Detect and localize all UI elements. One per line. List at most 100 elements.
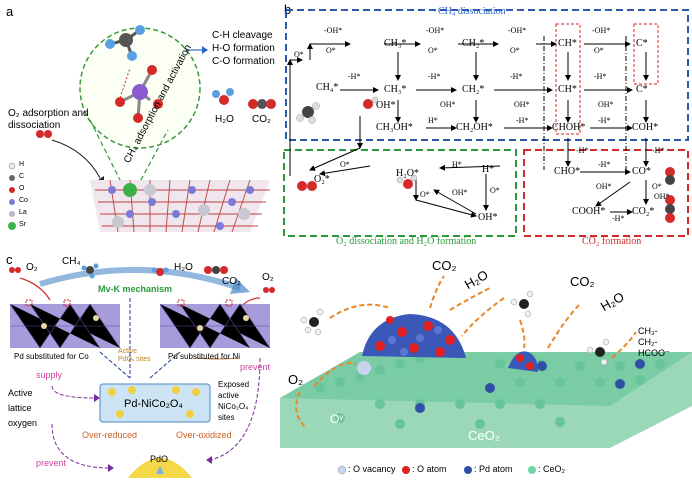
c-co2: CO₂ xyxy=(222,276,241,287)
active-lattice-1: Active xyxy=(8,388,33,398)
species-cha: CH* xyxy=(558,38,577,49)
edge-h-4: H* xyxy=(452,160,462,169)
prevent-top: prevent xyxy=(240,362,271,372)
step-ch-cleavage: C-H cleavage xyxy=(212,30,273,41)
pd-nico2o4: Pd-NiCo₂O₄ xyxy=(124,398,183,410)
species-choh: CHOH* xyxy=(552,122,586,133)
d-legend-o: : O atom xyxy=(412,464,447,474)
legend-h: H xyxy=(19,161,25,168)
edge-h-3: -H* xyxy=(598,116,611,125)
product-co2: CO₂ xyxy=(252,114,271,125)
species-ch2b: CH₂* xyxy=(462,84,485,95)
species-co2: CO₂* xyxy=(632,206,655,217)
species-ch3a: CH₃* xyxy=(384,38,407,49)
panel-b: b xyxy=(280,0,692,248)
product-h2o: H₂O xyxy=(215,114,234,125)
edge-o-2: O* xyxy=(326,46,336,55)
species-o2: O₂* xyxy=(314,174,330,185)
over-reduced: Over-reduced xyxy=(82,430,138,440)
species-ca: C* xyxy=(636,38,648,49)
edge-o-9: O* xyxy=(652,182,662,191)
edge-oh-2: OH* xyxy=(514,100,530,109)
c-o2-right: O₂ xyxy=(262,272,274,283)
edge-minus-h-1: -H* xyxy=(348,72,361,81)
edge-o-1: O* xyxy=(294,50,304,59)
legend-co: Co xyxy=(19,197,28,204)
edge-oh-4: OH* xyxy=(452,188,468,197)
exposed-2: active xyxy=(218,391,239,400)
species-chb: CH* xyxy=(558,84,577,95)
d-product-1: CH₃- xyxy=(638,326,658,336)
species-co: CO* xyxy=(632,166,651,177)
panel-a-illustration xyxy=(8,25,276,233)
d-legend-ceo2: : CeO₂ xyxy=(538,464,565,474)
edge-minus-h-2: -H* xyxy=(428,72,441,81)
species-ch3oh: CH₃OH* xyxy=(376,122,413,133)
edge-oh-5: OH* xyxy=(596,182,612,191)
pdo-label: PdO xyxy=(150,454,169,464)
panel-c-label: c xyxy=(6,252,13,267)
panel-c: c xyxy=(0,248,280,481)
supply-label: supply xyxy=(36,370,63,380)
edge-o-7: O* xyxy=(420,190,430,199)
d-product-2: CH₂- xyxy=(638,337,658,347)
edge-minus-h-4: -H* xyxy=(594,72,607,81)
active-lattice-3: oxygen xyxy=(8,418,38,428)
pd-sub-ni: Pd substituted for Ni xyxy=(168,352,241,361)
ch4-dissociation-title: CH₄ dissociation xyxy=(438,6,506,17)
d-ceo2: CeO₂ xyxy=(468,428,500,443)
species-oh1: OH* xyxy=(376,100,396,111)
o2-adsorption-text: O₂ adsorption and dissociation xyxy=(8,108,89,131)
d-o2: O₂ xyxy=(288,372,304,387)
o2-dissociation-title: O₂ dissociation and H₂O formation xyxy=(336,236,477,247)
edge-o-5: O* xyxy=(594,46,604,55)
d-ov: Oᵛ xyxy=(330,412,344,426)
species-cooh: COOH* xyxy=(572,206,606,217)
legend-c: C xyxy=(19,173,25,180)
species-coh: COH* xyxy=(632,122,659,133)
edge-plus-h-1: -H* xyxy=(576,146,589,155)
exposed-1: Exposed xyxy=(218,380,250,389)
edge-oh-3: OH* xyxy=(598,100,614,109)
co2-formation-title: CO₂ formation xyxy=(582,236,642,247)
exposed-3: NiCo₂O₄ xyxy=(218,402,249,411)
edge-minus-oh-3: -OH* xyxy=(508,26,527,35)
edge-minus-h-6: -H* xyxy=(612,214,625,223)
panel-a: a xyxy=(0,0,280,240)
c-h2o: H₂O xyxy=(174,262,193,273)
active-pdo-sites: Active PdOₓ sites xyxy=(118,348,151,363)
edge-o-4: O* xyxy=(510,46,520,55)
species-oh2: OH* xyxy=(478,212,498,223)
edge-h-1: H* xyxy=(428,116,438,125)
prevent-bottom: prevent xyxy=(36,458,67,468)
edge-minus-h-3: -H* xyxy=(510,72,523,81)
edge-h-2: -H* xyxy=(516,116,529,125)
mvk-mechanism: Mv-K mechanism xyxy=(98,284,173,294)
edge-minus-oh-4: -OH* xyxy=(592,26,611,35)
species-ch2a: CH₂* xyxy=(462,38,485,49)
d-co2-1: CO₂ xyxy=(432,258,457,273)
edge-minus-h-5: -H* xyxy=(598,160,611,169)
species-cb: C* xyxy=(636,84,648,95)
edge-o-6: O* xyxy=(340,160,350,169)
d-product-3: HCOO⁻ xyxy=(638,348,670,358)
legend-la: La xyxy=(19,209,27,216)
panel-a-label: a xyxy=(6,4,14,19)
species-ch4: CH₄* xyxy=(316,82,339,93)
exposed-4: sites xyxy=(218,413,235,422)
d-legend-ov: : O vacancy xyxy=(348,464,396,474)
active-lattice-2: lattice xyxy=(8,403,32,413)
c-o2-left: O₂ xyxy=(26,262,38,273)
edge-oh-6: OH* xyxy=(654,192,670,201)
panel-b-network xyxy=(283,9,689,237)
over-oxidized: Over-oxidized xyxy=(176,430,232,440)
species-h2o: H₂O* xyxy=(396,168,419,179)
edge-o-3: O* xyxy=(428,46,438,55)
edge-oh-1: OH* xyxy=(440,100,456,109)
legend-o: O xyxy=(19,185,25,192)
step-ho-formation: H-O formation xyxy=(212,43,275,54)
step-co-formation: C-O formation xyxy=(212,56,275,67)
pd-sub-co: Pd substituted for Co xyxy=(14,352,89,361)
species-cho: CHO* xyxy=(554,166,581,177)
legend-sr: Sr xyxy=(19,221,26,228)
